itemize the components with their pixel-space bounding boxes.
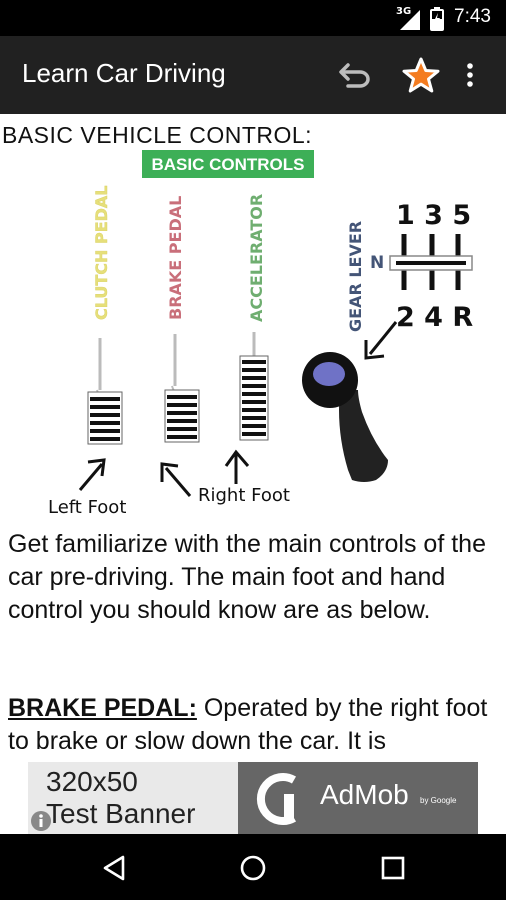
accelerator-label: ACCELERATOR <box>247 194 266 322</box>
clock: 7:43 <box>454 6 491 27</box>
back-button[interactable] <box>94 848 134 888</box>
gear-top-numbers: 1 3 5 <box>396 200 471 231</box>
ad-by-google-text: by Google <box>420 796 457 805</box>
intro-paragraph: Get familiarize with the main controls o… <box>8 530 486 624</box>
brake-pedal <box>164 389 200 443</box>
left-foot-label: Left Foot <box>48 497 126 518</box>
battery-icon <box>430 7 444 31</box>
signal-icon <box>400 10 420 30</box>
brake-pedal-term: BRAKE PEDAL: <box>8 694 197 722</box>
brake-pedal-paragraph: BRAKE PEDAL: Operated by the right foot … <box>8 692 500 758</box>
recent-apps-icon <box>381 856 405 880</box>
gear-lever-label: GEAR LEVER <box>346 221 365 332</box>
basic-controls-illustration: BASIC CONTROLS CLUTCH PEDAL BRAKE PEDAL … <box>48 150 473 518</box>
clutch-pedal-label: CLUTCH PEDAL <box>92 186 111 321</box>
undo-button[interactable] <box>332 52 378 98</box>
brake-pedal-label: BRAKE PEDAL <box>166 196 185 320</box>
gear-neutral-label: N <box>370 253 384 273</box>
back-icon <box>103 855 125 881</box>
system-nav-bar <box>0 834 506 900</box>
ad-size-text: 320x50 <box>46 766 138 797</box>
right-foot-label: Right Foot <box>198 485 290 506</box>
gear-bottom-numbers: 2 4 R <box>396 302 473 333</box>
clutch-pedal <box>87 391 123 445</box>
more-vert-icon <box>467 63 473 87</box>
overflow-menu-button[interactable] <box>450 52 490 98</box>
ad-banner[interactable]: 320x50 Test Banner AdMob by Google <box>28 762 478 834</box>
status-bar: 3G 7:43 <box>0 0 506 36</box>
ad-test-text: Test Banner <box>46 798 196 829</box>
lesson-heading: BASIC VEHICLE CONTROL: <box>2 122 313 148</box>
recent-apps-button[interactable] <box>373 848 413 888</box>
favorite-button[interactable] <box>398 52 444 98</box>
ad-info-icon[interactable] <box>30 810 52 832</box>
network-type: 3G <box>396 6 412 17</box>
admob-logo-icon <box>256 773 297 825</box>
gear-pattern-diagram: 1 3 5 N 2 4 R <box>370 200 473 333</box>
lesson-content[interactable]: BASIC VEHICLE CONTROL: BASIC CONTROLS CL… <box>0 114 506 834</box>
star-icon <box>402 57 440 93</box>
home-button[interactable] <box>233 848 273 888</box>
home-icon <box>240 855 266 881</box>
accelerator-pedal <box>239 355 269 441</box>
app-bar: Learn Car Driving <box>0 36 506 114</box>
brake-pedal-description: Operated by the right foot to brake or s… <box>8 694 488 755</box>
app-title: Learn Car Driving <box>22 58 226 88</box>
basic-controls-banner-text: BASIC CONTROLS <box>152 155 305 174</box>
ad-brand-text: AdMob <box>320 779 409 810</box>
undo-icon <box>339 63 370 88</box>
basic-controls-banner <box>142 150 314 178</box>
gear-lever-knob <box>302 352 388 482</box>
